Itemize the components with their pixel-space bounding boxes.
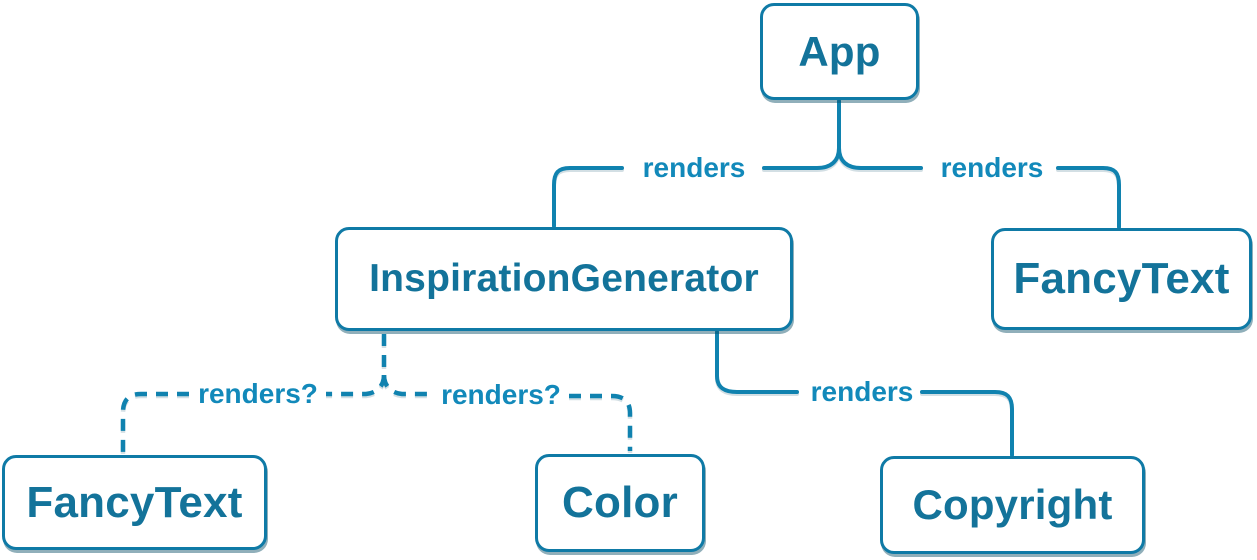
node-color: Color xyxy=(535,454,705,552)
edge-label-renders-copyright: renders xyxy=(810,376,914,407)
edge-inspirationgenerator-to-fancytext-dashed-2 xyxy=(120,391,189,452)
edge-label-renders-fancytext: renders xyxy=(940,152,1044,183)
node-inspiration-generator-label: InspirationGenerator xyxy=(369,257,759,300)
node-inspiration-generator: InspirationGenerator xyxy=(335,227,793,331)
edge-app-to-fancytext-2 xyxy=(1056,166,1121,229)
edge-app-to-fancytext xyxy=(837,146,923,170)
edge-inspirationgenerator-to-copyright xyxy=(715,330,799,394)
node-copyright: Copyright xyxy=(880,456,1145,554)
node-fancy-text-bottom: FancyText xyxy=(2,455,267,550)
node-app: App xyxy=(760,3,919,100)
edge-inspirationgenerator-to-color-dashed xyxy=(381,374,431,397)
node-color-label: Color xyxy=(562,478,678,527)
edge-app-to-inspirationgenerator xyxy=(762,146,841,170)
node-copyright-label: Copyright xyxy=(912,481,1113,528)
node-fancy-text-top: FancyText xyxy=(991,228,1252,330)
node-app-label: App xyxy=(798,27,881,75)
edge-label-renders-maybe-color: renders? xyxy=(441,379,561,410)
edge-app-to-inspirationgenerator-2 xyxy=(552,166,624,228)
node-fancy-text-top-label: FancyText xyxy=(1013,254,1230,303)
edge-inspirationgenerator-to-copyright-2 xyxy=(920,390,1014,457)
edge-label-renders-inspirationgenerator: renders xyxy=(642,152,746,183)
edge-label-renders-maybe-fancytext: renders? xyxy=(198,378,318,409)
node-fancy-text-bottom-label: FancyText xyxy=(26,477,243,527)
edge-inspirationgenerator-to-color-dashed-2 xyxy=(569,393,633,451)
edge-inspirationgenerator-to-fancytext-dashed xyxy=(326,374,387,397)
